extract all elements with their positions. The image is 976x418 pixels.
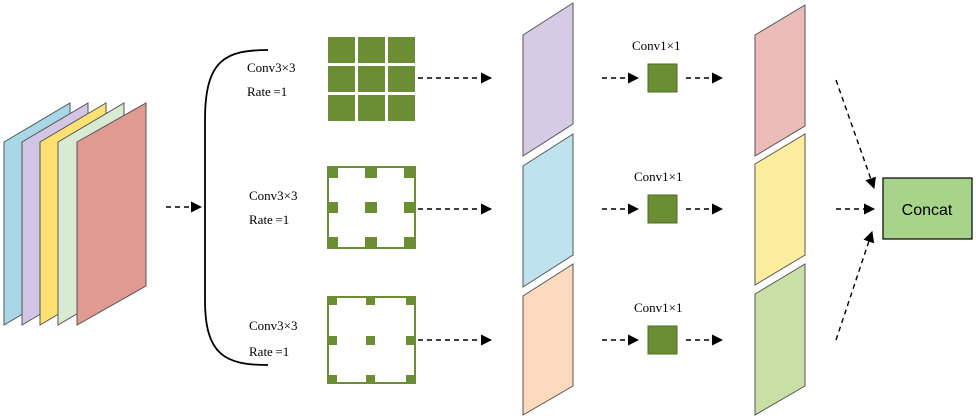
- branch-2-conv-label: Conv3×3: [249, 188, 298, 203]
- arrow-output-1-to-concat: [835, 79, 876, 190]
- middle-map-1: [522, 2, 574, 157]
- kernel-cell: [406, 375, 415, 383]
- middle-map-2: [522, 133, 574, 288]
- branch-1-rate-label: Rate =1: [247, 84, 287, 99]
- concat-box: [882, 177, 973, 240]
- kernel-cell: [406, 297, 415, 305]
- branch-2-pointwise-label: Conv1×1: [634, 169, 683, 184]
- kernel-cell: [328, 167, 338, 178]
- kernel-cell: [328, 336, 337, 345]
- output-map-1: [754, 4, 806, 157]
- kernel-cell: [365, 237, 377, 248]
- branch-3-conv-label: Conv3×3: [249, 318, 298, 333]
- output-map-2: [754, 133, 806, 286]
- dense-kernel-3x3: [327, 36, 415, 122]
- concat-block: Concat: [882, 177, 973, 240]
- branch-3-pointwise-label: Conv1×1: [634, 300, 683, 315]
- kernel-cell: [358, 66, 385, 92]
- kernel-cell: [366, 375, 375, 383]
- branch-1-pointwise-label: Conv1×1: [632, 38, 681, 53]
- kernel-cell: [388, 37, 415, 63]
- kernel-cell: [388, 95, 415, 121]
- kernel-cell: [328, 375, 337, 383]
- branch-1-conv-label: Conv3×3: [247, 60, 296, 75]
- kernel-cell: [328, 37, 355, 63]
- kernel-cell: [388, 66, 415, 92]
- kernel-cell: [366, 336, 375, 345]
- branch-3-rate-label: Rate =1: [249, 344, 289, 359]
- kernel-cell: [358, 37, 385, 63]
- branch-2-rate-label: Rate =1: [249, 212, 289, 227]
- dilated-kernel-b: [327, 296, 416, 384]
- kernel-cell: [358, 95, 385, 121]
- dilated-kernel-a: [327, 166, 416, 249]
- output-map-3: [754, 263, 806, 416]
- kernel-cell: [406, 336, 415, 345]
- branch-brace: [204, 49, 269, 366]
- pointwise-kernel-2: [647, 194, 678, 224]
- pointwise-kernel-1: [647, 63, 678, 93]
- kernel-cell: [328, 66, 355, 92]
- kernel-cell: [328, 237, 338, 248]
- arrow-output-3-to-concat: [835, 230, 875, 341]
- kernel-cell: [404, 237, 415, 248]
- input-layer-5: [76, 102, 147, 326]
- pointwise-kernel-3: [647, 325, 678, 355]
- kernel-cell: [328, 202, 338, 213]
- kernel-cell: [404, 202, 415, 213]
- kernel-cell: [365, 167, 377, 178]
- concat-label: Concat: [902, 202, 953, 219]
- kernel-cell: [328, 297, 337, 305]
- kernel-cell: [404, 167, 415, 178]
- middle-map-3: [522, 263, 574, 416]
- kernel-cell: [365, 202, 377, 213]
- input-feature-stack: [3, 102, 147, 326]
- kernel-cell: [366, 297, 375, 305]
- kernel-cell: [328, 95, 355, 121]
